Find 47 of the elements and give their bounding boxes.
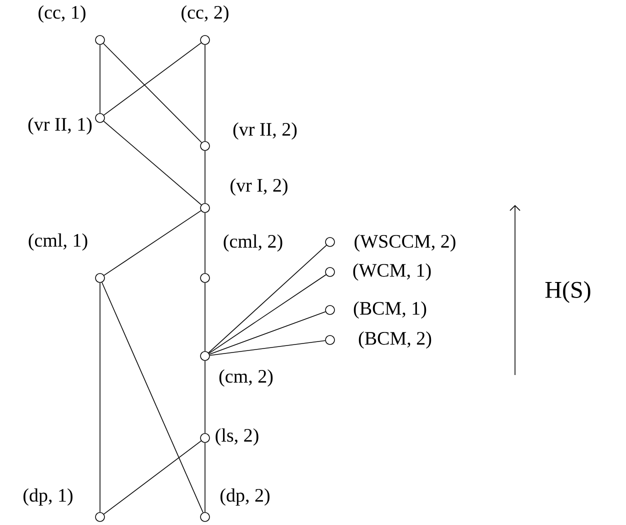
vertex-label: (cml, 1) bbox=[28, 233, 88, 251]
vertex-label: (vr II, 1) bbox=[28, 117, 92, 135]
vertex-label: (WSCCM, 2) bbox=[354, 234, 456, 252]
vertex-label: (BCM, 1) bbox=[354, 301, 426, 319]
hasse-line bbox=[204, 150, 206, 204]
hasse-line bbox=[208, 244, 327, 354]
hasse-line bbox=[104, 42, 202, 116]
vertex-circle bbox=[95, 512, 105, 522]
axis-label: H(S) bbox=[545, 281, 590, 303]
vertex-circle bbox=[95, 113, 105, 123]
vertex-circle bbox=[95, 35, 105, 45]
vertex-label: (ls, 2) bbox=[216, 428, 258, 446]
vertex-circle bbox=[325, 267, 335, 277]
vertex-label: (cc, 1) bbox=[38, 5, 86, 23]
hasse-line bbox=[209, 340, 326, 356]
vertex-circle bbox=[200, 512, 210, 522]
vertex-label: (dp, 1) bbox=[24, 488, 72, 506]
hasse-line bbox=[204, 44, 206, 142]
vertex-circle bbox=[200, 273, 210, 283]
hasse-line bbox=[204, 442, 206, 512]
hasse-line bbox=[103, 43, 202, 143]
vertex-label: (WCM, 1) bbox=[353, 263, 431, 281]
hasse-line bbox=[204, 282, 206, 352]
vertex-circle bbox=[325, 305, 335, 315]
vertex-circle bbox=[95, 273, 105, 283]
hasse-line bbox=[204, 360, 206, 434]
vertex-label: (vr II, 2) bbox=[233, 122, 297, 140]
vertex-circle bbox=[200, 141, 210, 151]
hasse-line bbox=[103, 120, 202, 206]
hasse-line bbox=[102, 282, 204, 513]
vertex-circle bbox=[200, 203, 210, 213]
vertex-label: (cc, 2) bbox=[182, 5, 228, 23]
vertex-circle bbox=[325, 335, 335, 345]
hasse-line bbox=[204, 212, 206, 274]
hasse-line bbox=[104, 440, 202, 514]
vertex-label: (vr I, 2) bbox=[230, 178, 288, 196]
vertex-circle bbox=[325, 237, 335, 247]
vertex-label: (BCM, 2) bbox=[358, 331, 432, 349]
vertex-circle bbox=[200, 35, 210, 45]
vertex-circle bbox=[200, 351, 210, 361]
hasse-line bbox=[209, 311, 326, 355]
vertex-label: (cm, 2) bbox=[219, 369, 273, 387]
vertex-label: (cml, 2) bbox=[224, 234, 282, 252]
vertex-circle bbox=[200, 433, 210, 443]
hasse-line bbox=[104, 210, 202, 276]
vertex-label: (dp, 2) bbox=[220, 488, 270, 506]
hasse-line bbox=[208, 274, 326, 354]
